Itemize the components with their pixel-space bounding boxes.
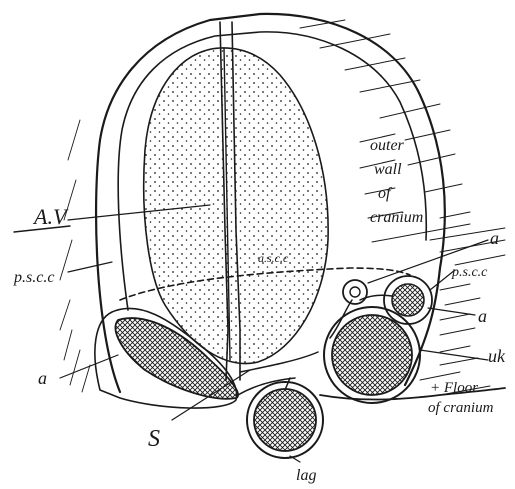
anterior-vestibule <box>144 48 328 364</box>
label-outer-wall-1: outer <box>370 137 405 154</box>
leader-pscc-left <box>68 262 112 272</box>
label-lag: lag <box>296 467 316 484</box>
label-a-left: a <box>38 368 47 388</box>
label-a-lower-right: a <box>478 306 487 326</box>
label-outer-wall-2: wall <box>374 161 402 178</box>
large-circle-uk <box>332 315 412 395</box>
label-outer-wall-3: of <box>378 185 393 202</box>
outer-hatching-left <box>60 120 90 392</box>
label-s: S <box>148 426 160 452</box>
label-ascc: a.s.c.c <box>258 251 289 265</box>
leader-uk <box>420 350 488 360</box>
label-pscc-right: p.s.c.c <box>451 265 488 280</box>
label-floor-1: + Floor <box>430 380 478 396</box>
label-outer-wall-4: cranium <box>370 209 423 226</box>
small-ring-a <box>343 280 367 304</box>
leader-a-lower <box>428 308 475 315</box>
pscc-ring-inner <box>392 284 424 316</box>
label-floor-2: of cranium <box>428 400 494 416</box>
label-av: A.V <box>32 204 69 229</box>
label-pscc-left: p.s.c.c <box>13 269 54 286</box>
lagena-circle <box>254 389 316 451</box>
label-a-upper-right: a <box>490 228 499 248</box>
small-ring-a-inner <box>350 287 360 297</box>
label-uk: uk <box>488 346 506 366</box>
leader-a-left <box>60 355 118 378</box>
